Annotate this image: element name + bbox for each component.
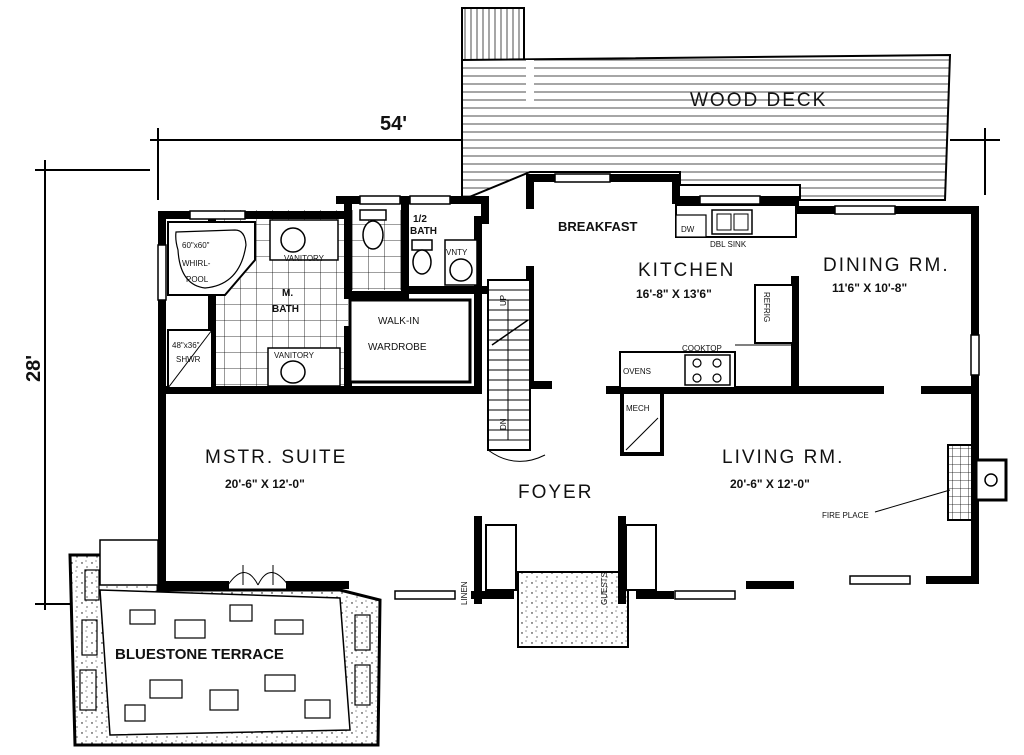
foyer-label: FOYER [518,482,593,503]
closets [485,524,657,591]
shower-size: 48"x36" [172,341,200,350]
stair-down-label: DN [499,418,508,430]
living-room-size: 20'-6" X 12'-0" [730,477,810,491]
overall-width-label: 54' [380,113,407,135]
entry-stoop [517,571,629,648]
breakfast-label: BREAKFAST [558,219,638,234]
walk-in-label-2: WARDROBE [368,342,427,353]
half-bath-label-2: BATH [410,226,437,237]
guests-label: GUESTS [600,572,609,605]
dishwasher-label: DW [681,225,695,234]
overall-depth-label: 28' [23,355,45,382]
kitchen-size: 16'-8" X 13'6" [636,287,712,301]
half-bath-label-1: 1/2 [413,214,427,225]
walk-in-wardrobe [348,298,472,384]
wood-deck-label: WOOD DECK [690,90,827,111]
dining-size: 11'6" X 10'-8" [832,281,907,295]
master-bath-label-2: BATH [272,304,299,315]
vanity-bottom [267,347,341,387]
half-bath-vanity-label: VNTY [446,248,468,257]
walk-in-label-1: WALK-IN [378,316,419,327]
stair-up-label: UP [499,295,508,306]
sink-label: DBL SINK [710,240,747,249]
dimension-lines [35,128,1000,610]
linen-label: LINEN [460,581,469,605]
ovens-label: OVENS [623,367,651,376]
kitchen-label: KITCHEN [638,260,735,281]
fireplace [874,458,1008,513]
whirlpool-label-1: WHIRL- [182,259,211,268]
master-suite-size: 20'-6" X 12'-0" [225,477,305,491]
master-suite-label: MSTR. SUITE [205,447,347,468]
vanity-bottom-label: VANITORY [274,351,315,360]
door-swings [227,565,289,586]
vanity-top [269,219,339,261]
whirlpool-size: 60"x60" [182,241,210,250]
stairs [487,279,546,462]
mech-label: MECH [626,404,650,413]
fireplace-label: FIRE PLACE [822,511,869,520]
shower-label: SHWR [176,355,201,364]
master-toilet [359,209,387,250]
wood-deck [461,7,952,202]
dining-label: DINING RM. [823,255,950,276]
master-bath-label-1: M. [282,288,293,299]
whirlpool-tub [167,221,256,296]
kitchen-counters [619,204,797,389]
shower-stall [167,329,213,389]
refrigerator-label: REFRIG [762,292,771,322]
bluestone-terrace [68,539,382,747]
vanity-top-label: VANITORY [284,254,325,263]
windows [157,173,980,600]
mech-room [620,390,664,456]
living-room-label: LIVING RM. [722,447,844,468]
terrace-label: BLUESTONE TERRACE [115,646,284,663]
whirlpool-label-2: POOL [186,275,209,284]
half-bath-fixtures [411,239,478,286]
cooktop-label: COOKTOP [682,344,722,353]
